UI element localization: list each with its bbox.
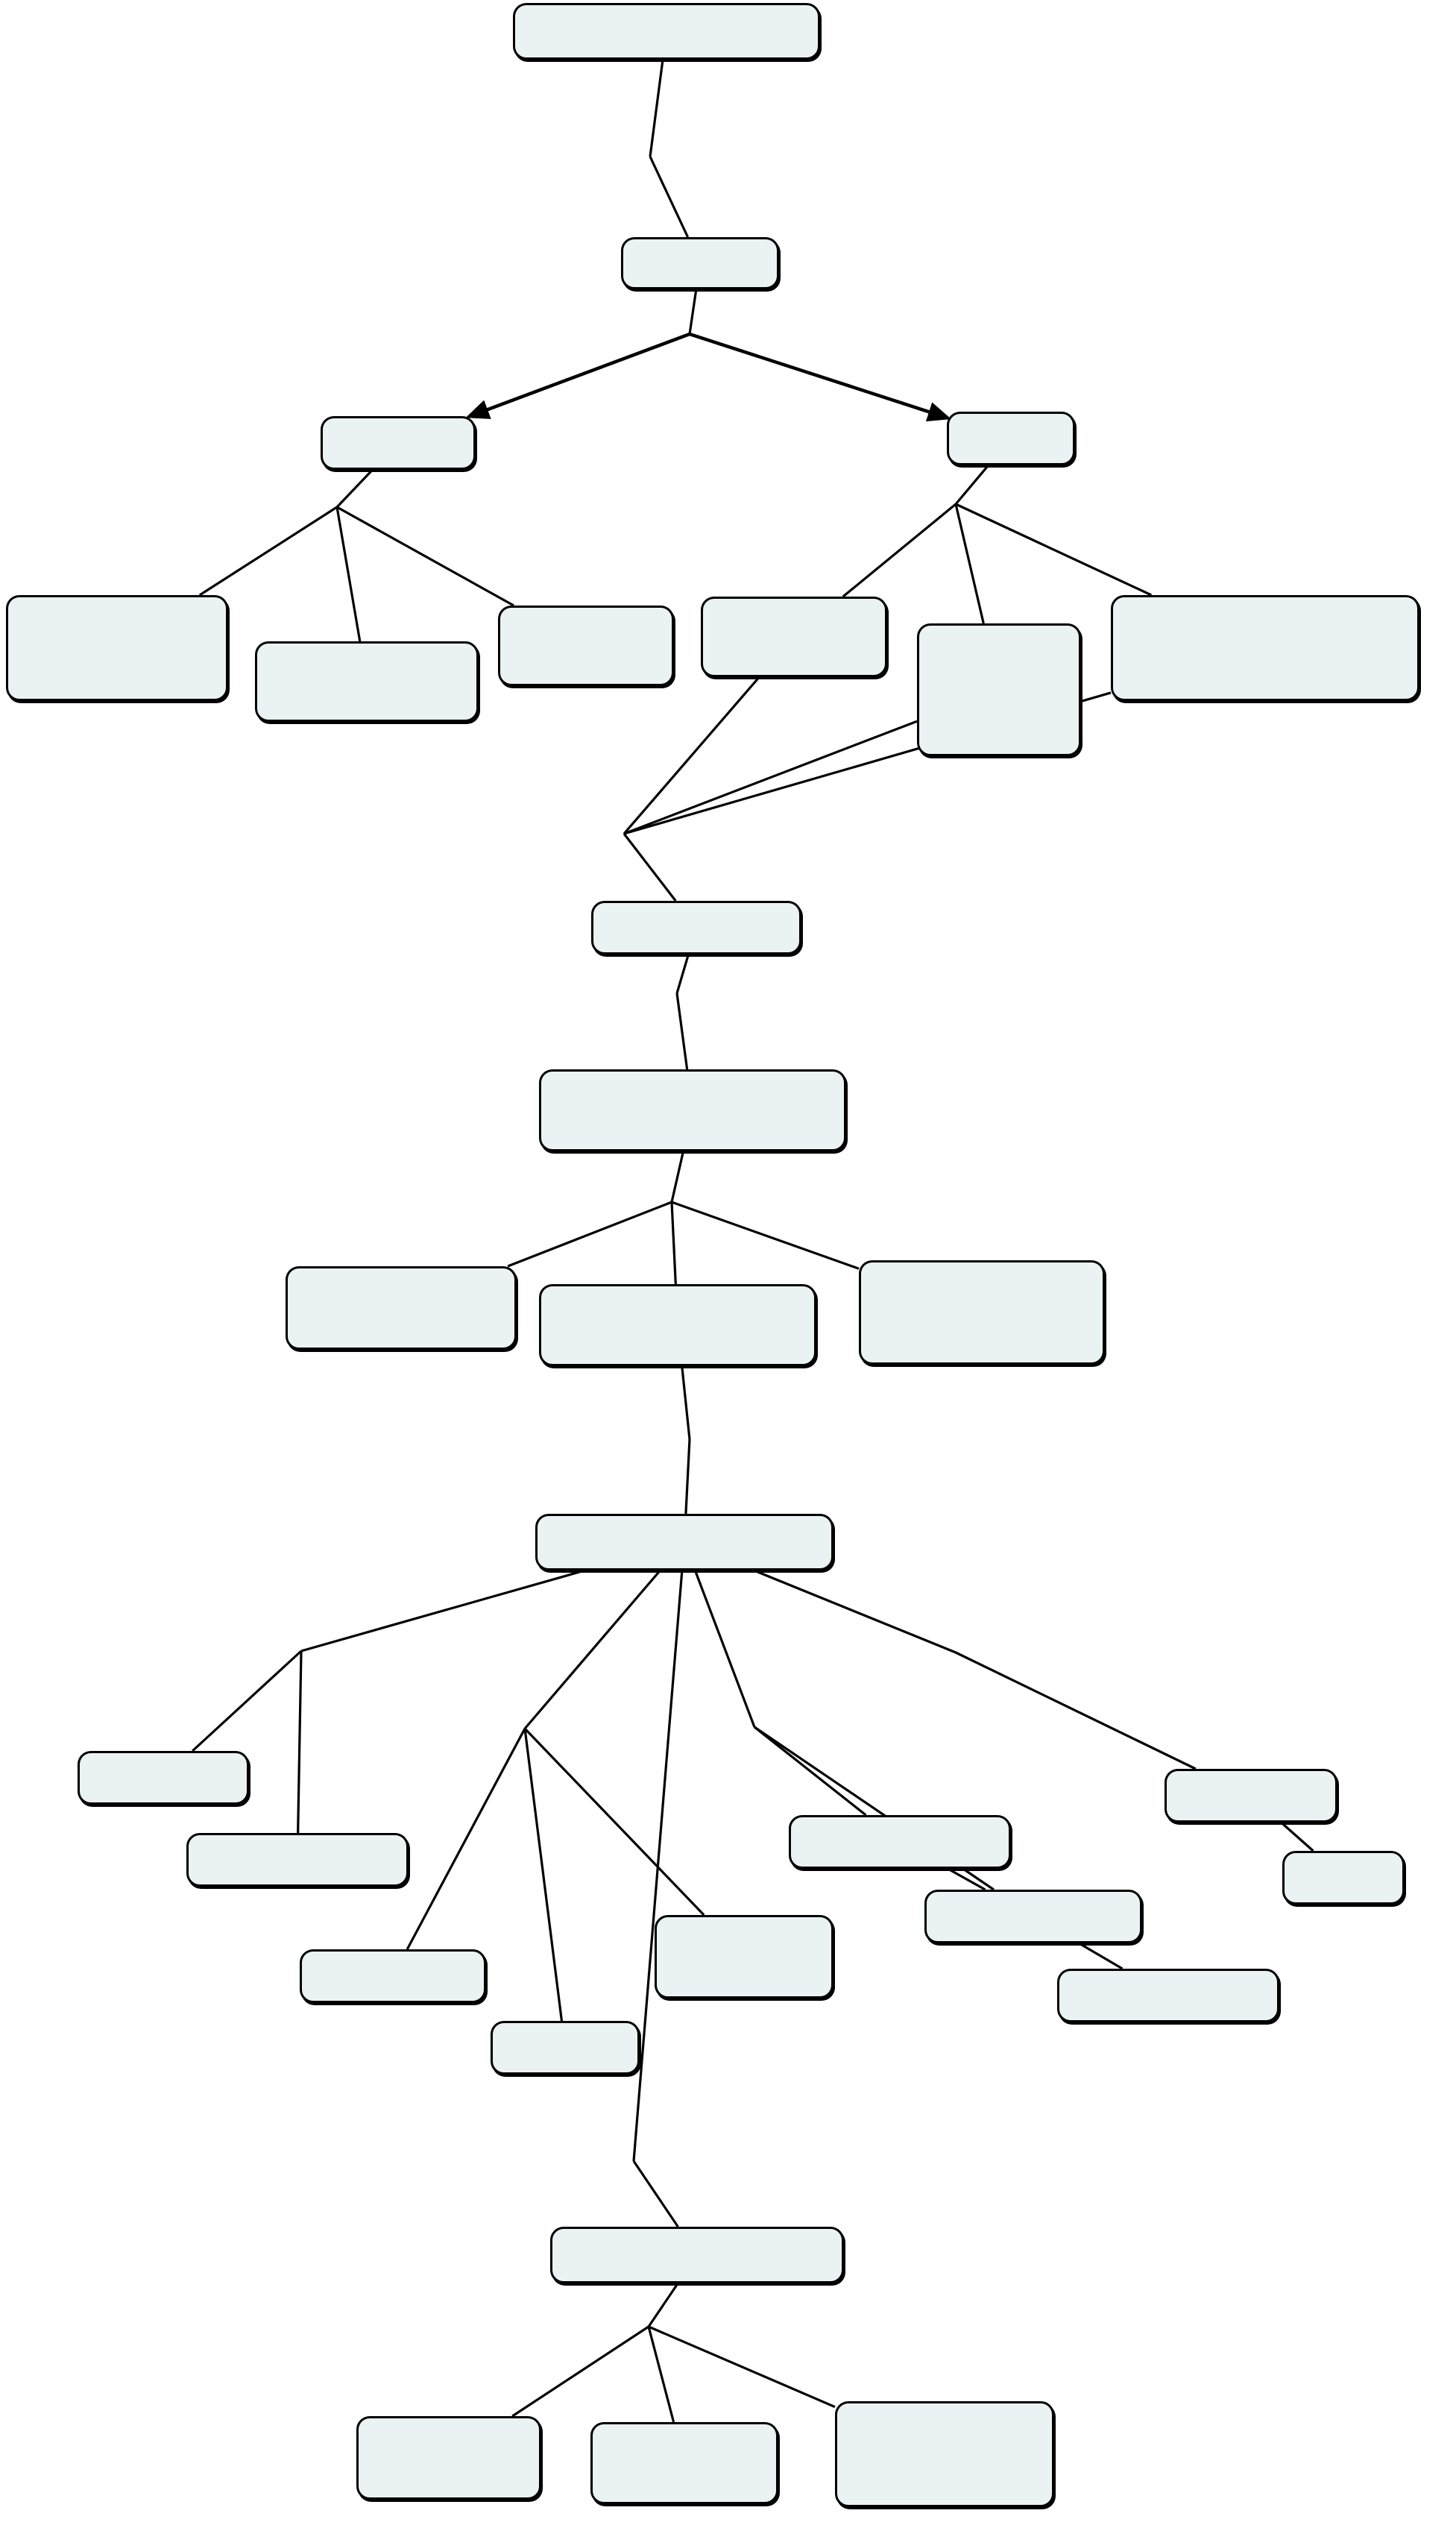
edge-l7-to-n14 bbox=[670, 1201, 677, 1285]
edge-n16-to-l9 bbox=[300, 1569, 585, 1653]
concept-node-mi-manera-de-dibujar[interactable] bbox=[513, 3, 820, 60]
edge-n22-to-n23 bbox=[947, 1867, 986, 1891]
concept-node-que-tienen-conceptos-poco-claros[interactable] bbox=[6, 595, 228, 701]
edge-l14-to-n28 bbox=[511, 2325, 649, 2418]
concept-node-estudiar-las-distintas-partes[interactable] bbox=[286, 1266, 517, 1350]
edge-l9-to-n17 bbox=[192, 1650, 303, 1752]
edge-l10-to-n19 bbox=[406, 1728, 526, 1950]
edge-l1-to-n2 bbox=[649, 156, 690, 238]
concept-node-se-divide-en-bocetos-mas-especificos[interactable] bbox=[539, 1069, 846, 1151]
edge-l10-to-n20 bbox=[523, 1728, 564, 2022]
edge-n3-to-l3 bbox=[335, 468, 374, 509]
edge-l9-to-n18 bbox=[297, 1650, 303, 1834]
edge-l10-to-n21 bbox=[523, 1727, 705, 1916]
edge-l4-to-n10 bbox=[955, 503, 1153, 597]
edge-l13-to-n27 bbox=[632, 2160, 679, 2227]
concept-node-mejoras-que-anadir[interactable] bbox=[590, 2422, 778, 2504]
edge-n16-to-l10 bbox=[523, 1569, 661, 1730]
concept-node-origen-del-foco-de-luz[interactable] bbox=[655, 1915, 833, 1999]
edge-n16-to-l11 bbox=[693, 1570, 756, 1728]
concept-node-area-de-trabajo[interactable] bbox=[186, 1833, 409, 1887]
concept-node-boceto-inicial[interactable] bbox=[591, 901, 801, 955]
edge-l2-to-n4 bbox=[689, 332, 951, 422]
edge-l4-to-n8 bbox=[842, 503, 957, 598]
concept-node-cosas-buenas-y-malas-del-resultado-final[interactable] bbox=[835, 2401, 1054, 2507]
concept-node-tonos-cclaros[interactable] bbox=[789, 1815, 1011, 1869]
edge-n12-to-l7 bbox=[670, 1151, 685, 1203]
concept-node-tonos-medios[interactable] bbox=[924, 1890, 1142, 1943]
concept-node-revisamos-el-trabajo[interactable] bbox=[550, 2227, 844, 2283]
edge-l3-to-n7 bbox=[336, 506, 514, 607]
edge-n2-to-l2 bbox=[688, 289, 698, 335]
concept-node-juntar-y-observar-el-posible-resultado[interactable] bbox=[539, 1284, 816, 1366]
edge-l7-to-n15 bbox=[671, 1201, 860, 1270]
concept-node-que-mas-se-ajusten-al-resultado-deseado[interactable] bbox=[917, 623, 1081, 756]
edge-n8-to-l5 bbox=[623, 676, 760, 835]
concept-node-cuyo-coste-entre-dentro-de-mis-posibilidades[interactable] bbox=[1111, 595, 1419, 701]
edge-l12-to-n25 bbox=[955, 1651, 1197, 1770]
concept-node-tonos-oscuros[interactable] bbox=[1057, 1969, 1279, 2022]
concept-node-comenzar-a-trabajar[interactable] bbox=[535, 1514, 833, 1570]
edge-l3-to-n6 bbox=[335, 506, 362, 642]
edge-n14-to-l8 bbox=[681, 1365, 691, 1440]
concept-node-tener-una-vision-mas-clara-de-los-conceptos[interactable] bbox=[859, 1260, 1105, 1365]
edge-n9-to-l5 bbox=[623, 720, 918, 835]
edge-l14-to-n29 bbox=[647, 2326, 675, 2423]
concept-node-lineas[interactable] bbox=[1282, 1851, 1405, 1905]
concept-node-cuyo-material-es-inapropiado[interactable] bbox=[255, 641, 479, 722]
edge-l4-to-n9 bbox=[954, 503, 985, 624]
edge-n25-to-n26 bbox=[1280, 1821, 1314, 1852]
edge-l8-to-n16 bbox=[684, 1438, 691, 1515]
concept-node-espacios[interactable] bbox=[491, 2021, 640, 2075]
concept-node-que-tienen-alto-coste[interactable] bbox=[498, 606, 674, 686]
edge-l2-to-n3 bbox=[465, 332, 690, 419]
edge-n1-to-l1 bbox=[649, 59, 664, 157]
edge-n16-to-l12 bbox=[753, 1569, 957, 1654]
edge-l3-to-n5 bbox=[198, 506, 338, 597]
edge-l7-to-n13 bbox=[507, 1201, 672, 1268]
concept-node-direcciones[interactable] bbox=[300, 1949, 486, 2003]
concept-node-escojo[interactable] bbox=[947, 412, 1075, 465]
concept-node-errores-que-corregir[interactable] bbox=[356, 2416, 541, 2500]
concept-node-descarto[interactable] bbox=[321, 416, 476, 470]
concept-node-que-resulten-interesantes[interactable] bbox=[701, 597, 887, 677]
edge-n11-to-l6 bbox=[675, 954, 690, 994]
concept-node-contornos[interactable] bbox=[1165, 1769, 1337, 1823]
edge-n27-to-l14 bbox=[647, 2283, 679, 2327]
edge-l14-to-n30 bbox=[648, 2325, 836, 2409]
edge-n4-to-l4 bbox=[954, 464, 989, 506]
concept-node-materiales[interactable] bbox=[78, 1751, 249, 1805]
edge-n16-to-l13 bbox=[632, 1570, 684, 2162]
edge-l6-to-n12 bbox=[675, 993, 689, 1070]
edge-l11-to-n22 bbox=[754, 1726, 867, 1817]
edge-l5-to-n11 bbox=[623, 833, 677, 902]
edge-n23-to-n24 bbox=[1078, 1942, 1123, 1970]
concept-node-las-ideas[interactable] bbox=[621, 237, 779, 289]
